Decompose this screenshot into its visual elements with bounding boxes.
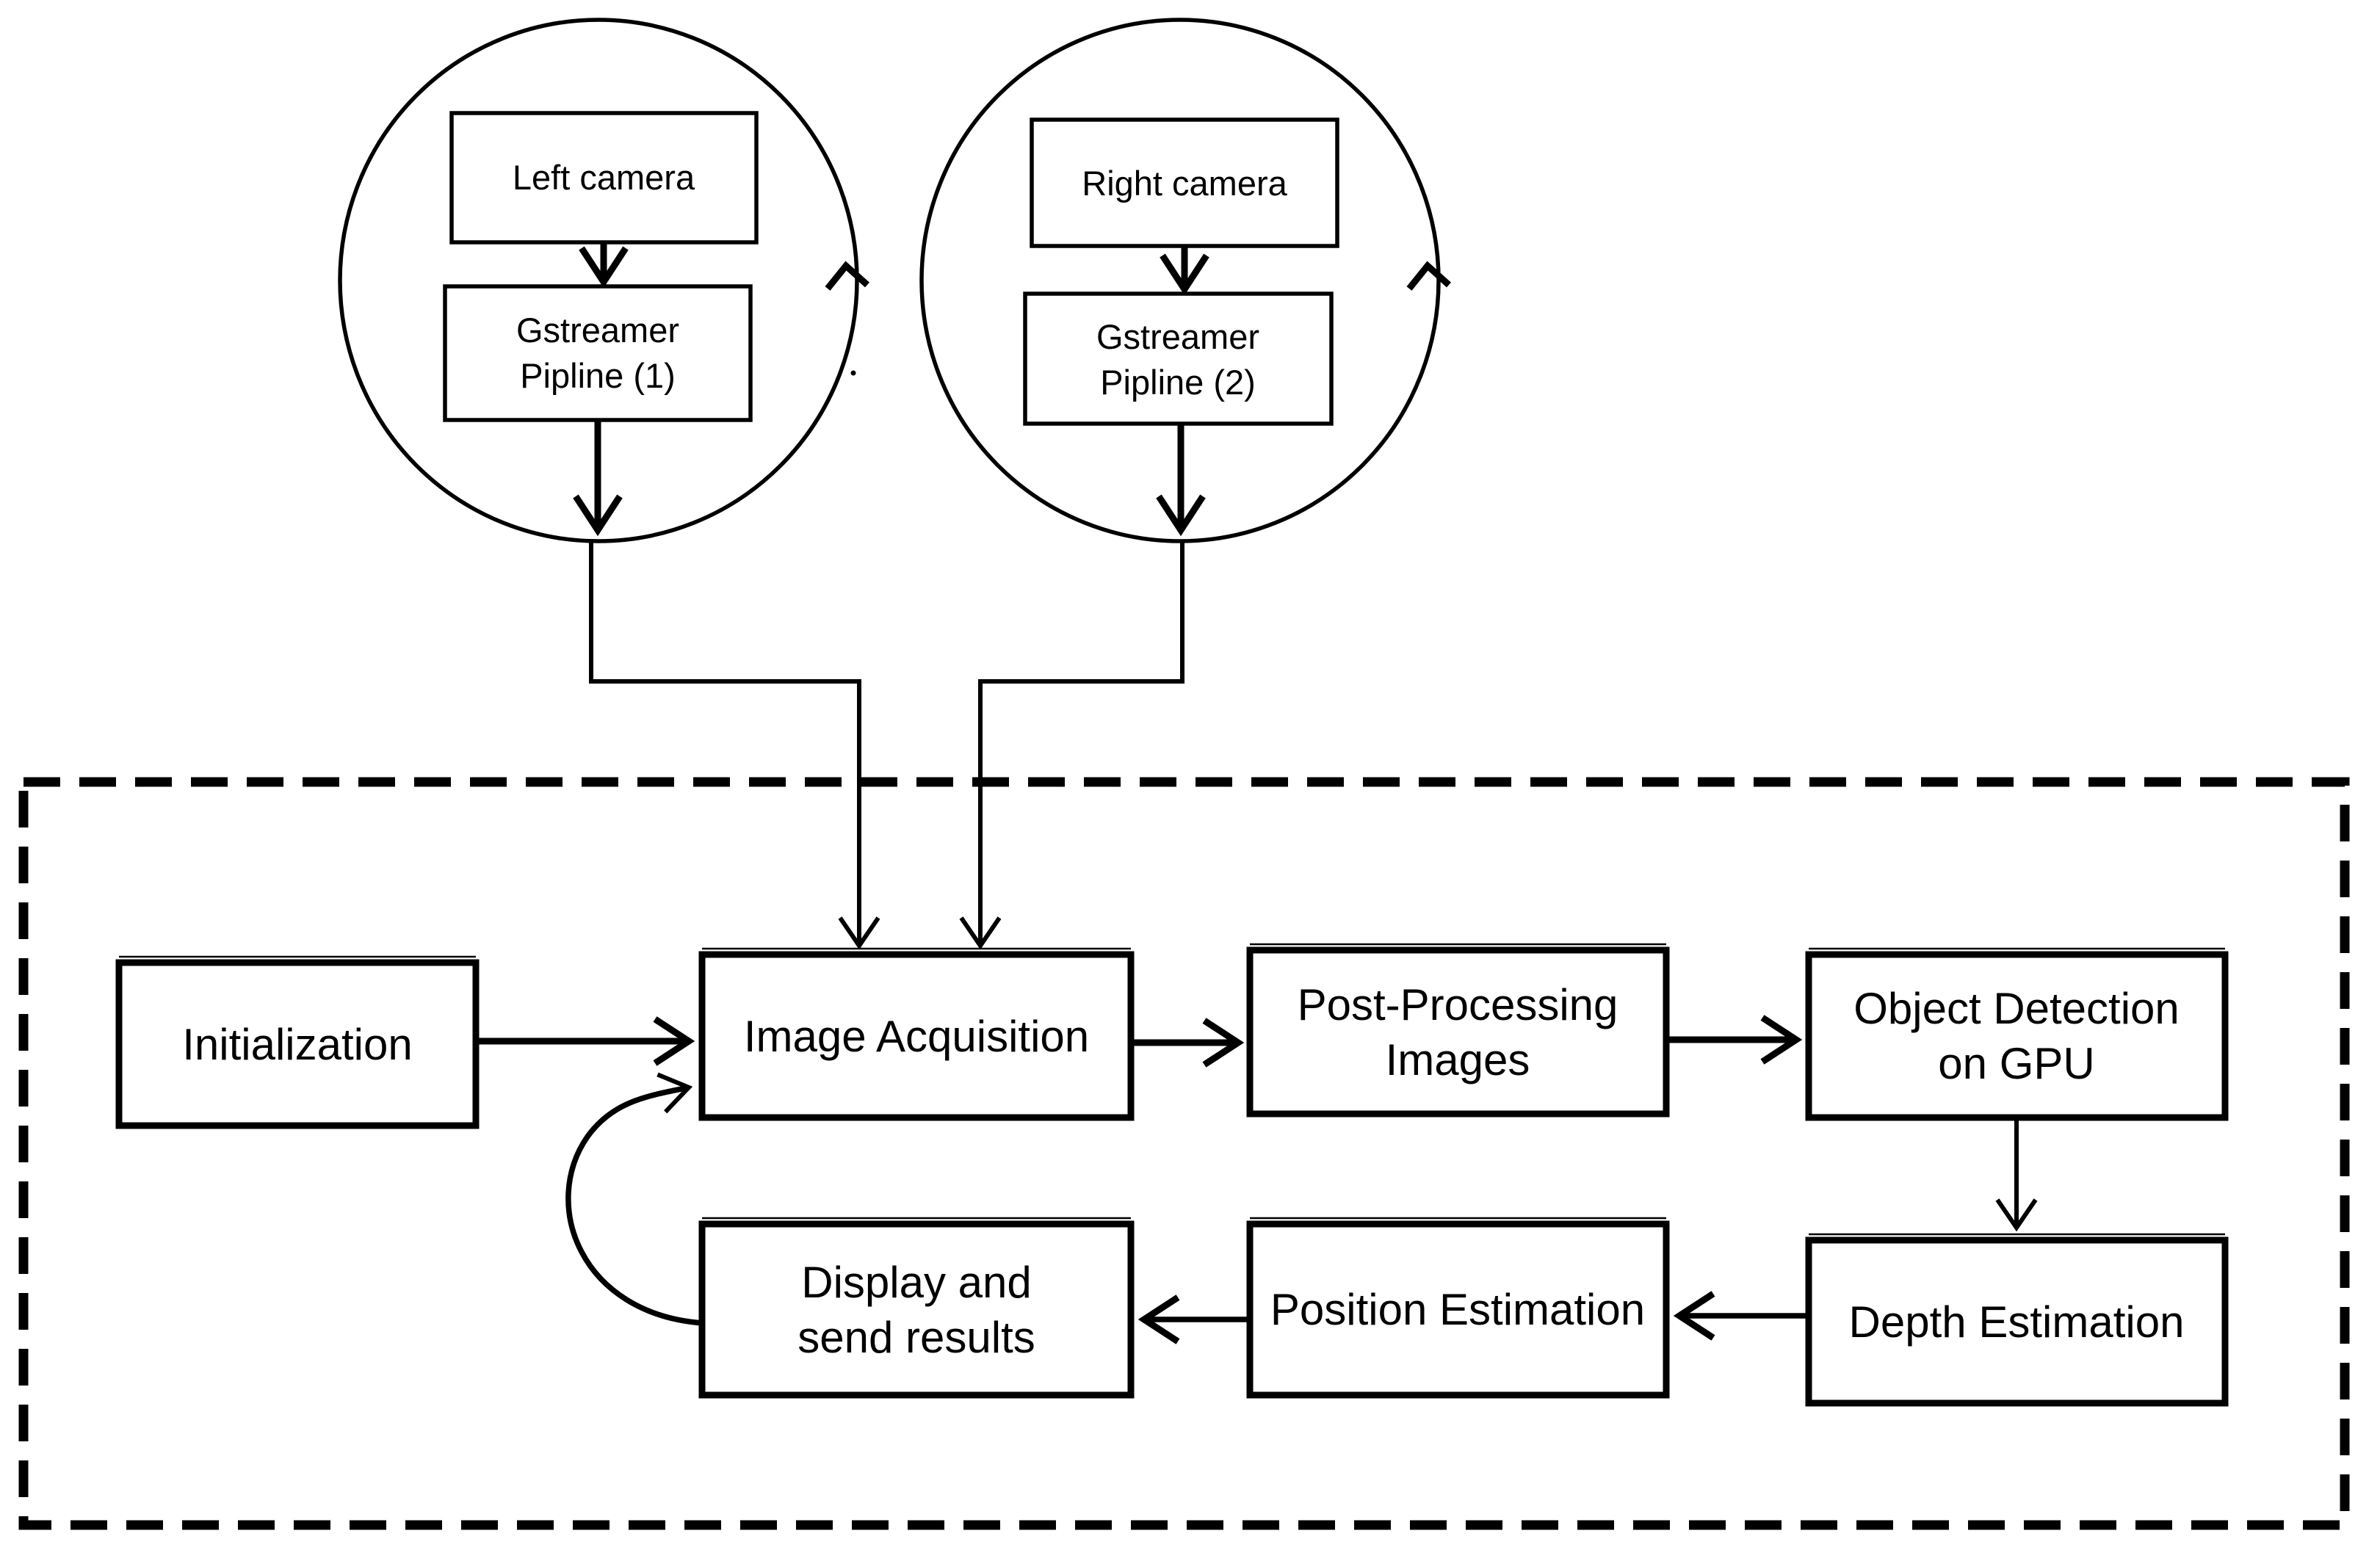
connector-right-loop-to-image-acquisition [959,541,1184,950]
depth-estimation-box [1805,1236,2229,1407]
gstreamer-pipeline-2-label-line2: Pipline (2) [1100,363,1256,402]
object-detection-label-line1: Object Detection [1853,984,2180,1033]
right-capture-loop: Right camera Gstreamer Pipline (2) [919,18,1452,543]
stray-dot [850,370,856,376]
left-loop-direction-icon [825,261,870,291]
processing-block-border [18,777,2350,1530]
node-post-processing: Post-Processing Images [1246,943,1670,1118]
gstreamer-pipeline-1-label-line2: Pipline (1) [520,356,676,395]
depth-estimation-label: Depth Estimation [1849,1297,2185,1347]
node-position-estimation: Position Estimation [1246,1217,1670,1399]
object-detection-label-line2: on GPU [1938,1039,2094,1088]
left-loop-ellipse [338,18,859,543]
left-capture-loop: Left camera Gstreamer Pipline (1) [338,18,870,543]
post-processing-box [1246,946,1670,1118]
node-object-detection: Object Detection on GPU [1805,947,2229,1121]
post-processing-label-line1: Post-Processing [1298,980,1618,1029]
post-processing-label-line2: Images [1386,1035,1530,1084]
right-loop-direction-icon [1406,261,1452,291]
node-image-acquisition: Image Acquisition [698,947,1135,1121]
right-camera-label: Right camera [1082,164,1287,203]
object-detection-box [1805,951,2229,1121]
initialization-label: Initialization [182,1020,413,1069]
gstreamer-pipeline-2-label-line1: Gstreamer [1096,317,1259,356]
display-send-results-label-line2: send results [797,1313,1035,1362]
node-display-send-results: Display and send results [698,1217,1135,1399]
image-acquisition-box [698,951,1135,1121]
position-estimation-label: Position Estimation [1270,1285,1645,1334]
position-estimation-box [1246,1220,1670,1399]
arrow-feedback-display-to-image-acquisition [565,1072,704,1326]
node-gstreamer-pipeline-1 [443,284,753,422]
initialization-box [115,959,480,1129]
image-acquisition-label: Image Acquisition [744,1012,1089,1061]
node-initialization: Initialization [115,955,480,1129]
node-right-camera [1030,117,1339,248]
display-send-results-label-line1: Display and [801,1258,1032,1307]
node-depth-estimation: Depth Estimation [1805,1233,2229,1407]
left-camera-label: Left camera [513,158,695,197]
display-send-results-box [698,1220,1135,1399]
node-gstreamer-pipeline-2 [1023,291,1334,426]
gstreamer-pipeline-1-label-line1: Gstreamer [516,311,679,350]
connector-left-loop-to-image-acquisition [589,541,880,950]
